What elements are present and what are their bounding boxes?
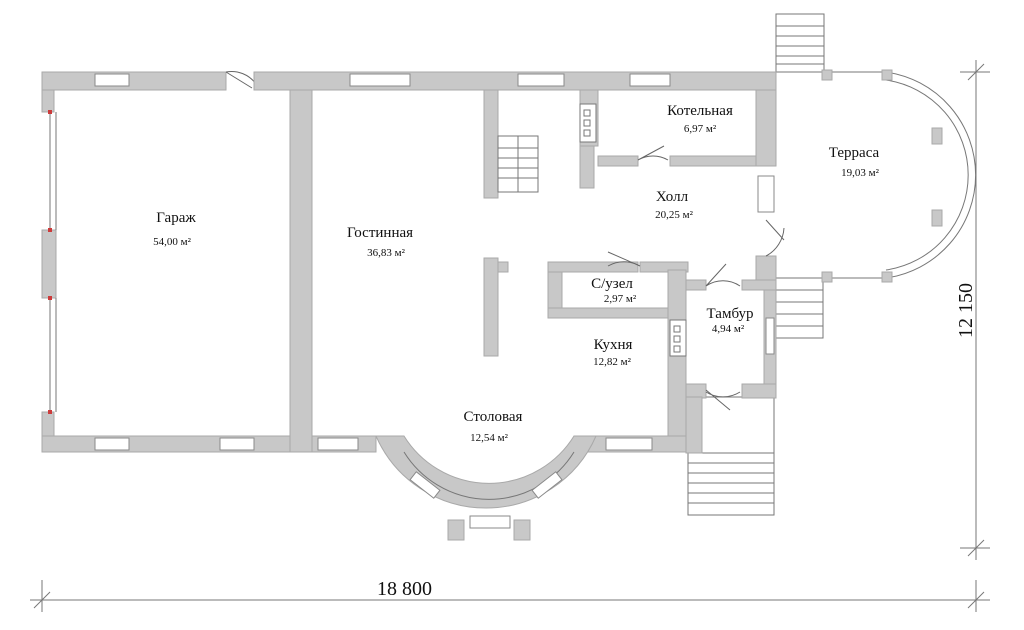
room-name-vestibule: Тамбур [707,306,754,322]
width-dimension [30,580,990,612]
room-name-wc: С/узел [591,276,633,292]
terrace-outline [776,69,977,283]
width-dimension-label: 18 800 [377,578,432,600]
room-area-hall: 20,25 м² [655,209,693,221]
boiler-unit [579,103,597,143]
stove-unit [669,319,687,357]
room-area-living: 36,83 м² [367,247,405,259]
room-area-boiler: 6,97 м² [684,123,717,135]
room-name-boiler: Котельная [667,103,733,119]
room-name-terrace: Терраса [829,145,880,161]
room-area-wc: 2,97 м² [604,293,637,305]
stairs-top-right [775,13,825,73]
room-name-living: Гостинная [347,225,413,241]
room-area-dining: 12,54 м² [470,432,508,444]
room-area-terrace: 19,03 м² [841,167,879,179]
dining-bay [375,435,597,541]
room-name-kitchen: Кухня [594,337,633,353]
interior-stair [497,135,539,193]
room-area-kitchen: 12,82 м² [593,356,631,368]
height-dimension [960,60,990,560]
stairs-bottom-right [687,452,775,516]
room-name-hall: Холл [656,189,689,205]
room-area-vestibule: 4,94 м² [712,323,745,335]
room-name-garage: Гараж [156,210,196,226]
room-name-dining: Столовая [464,409,523,425]
room-area-garage: 54,00 м² [153,236,191,248]
doors [607,145,785,411]
garage-walls [41,71,313,453]
stairs-mid-right [774,277,824,339]
height-dimension-label: 12 150 [955,283,977,338]
